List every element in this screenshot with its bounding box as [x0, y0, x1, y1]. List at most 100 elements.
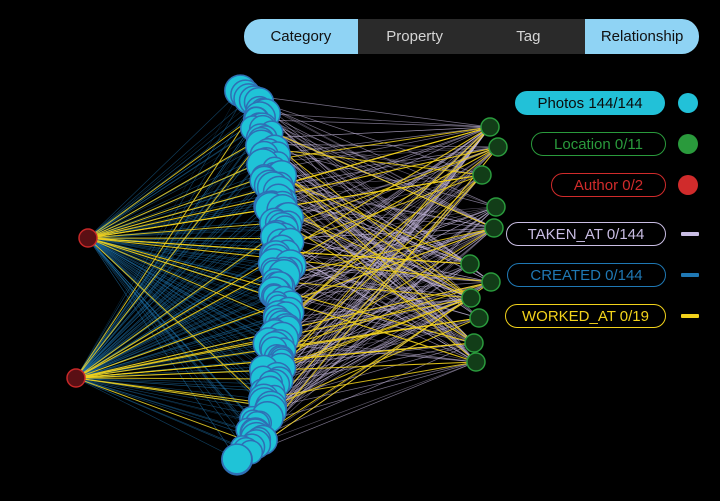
- taken-at-edge: [276, 126, 491, 286]
- created-edge: [87, 237, 263, 392]
- worked-at-edge: [281, 227, 495, 361]
- taken-at-edge: [274, 206, 497, 282]
- location-legend-dot[interactable]: [678, 134, 698, 154]
- worked-at-edge: [282, 209, 472, 299]
- photo-nodes: [221, 74, 307, 476]
- created-edge: [87, 237, 284, 351]
- created-edge: [87, 224, 288, 239]
- taken-at-edge: [260, 126, 491, 139]
- created-edge: [87, 237, 283, 339]
- created-filter-pill[interactable]: CREATED 0/144: [507, 263, 666, 287]
- taken-at-edge: [256, 118, 471, 265]
- created-edge: [75, 174, 275, 379]
- created-edge: [87, 237, 275, 294]
- taken-at-edge: [290, 174, 483, 303]
- worked-at-edge: [266, 126, 491, 162]
- tab-category[interactable]: Category: [244, 19, 358, 54]
- location-node[interactable]: [481, 272, 501, 292]
- location-node[interactable]: [466, 352, 486, 372]
- taken-at-edge: [273, 146, 499, 188]
- location-nodes: [460, 117, 508, 372]
- created-edge: [75, 377, 275, 385]
- taken-at-edge: [283, 126, 491, 276]
- created-edge: [87, 176, 281, 239]
- author-legend-dot[interactable]: [678, 175, 698, 195]
- created-edge: [87, 237, 282, 369]
- created-edge: [75, 377, 270, 392]
- created-edge: [87, 237, 282, 244]
- photo-node[interactable]: [221, 443, 253, 475]
- worked-at-legend-line[interactable]: [681, 314, 699, 318]
- created-edge: [87, 237, 238, 460]
- taken-at-edge: [276, 318, 477, 363]
- taken-at-edge: [266, 126, 491, 410]
- location-node[interactable]: [488, 137, 508, 157]
- created-edge: [75, 117, 260, 379]
- author-node[interactable]: [66, 368, 86, 388]
- tab-relationship[interactable]: Relationship: [585, 19, 699, 54]
- created-edge: [75, 377, 264, 400]
- taken-at-edge: [255, 227, 495, 434]
- taken-at-edge: [262, 161, 480, 319]
- created-edge: [87, 237, 280, 381]
- taken-at-edge: [279, 191, 471, 265]
- taken-at-edge: [263, 174, 483, 400]
- legend-row-location: Location 0/11: [0, 131, 720, 157]
- location-filter-pill[interactable]: Location 0/11: [531, 132, 666, 156]
- taken-at-edge: [278, 191, 471, 265]
- created-edge: [87, 237, 238, 460]
- taken-at-edge: [274, 227, 495, 348]
- created-edge: [87, 237, 278, 332]
- location-node[interactable]: [484, 218, 504, 238]
- created-edge: [87, 237, 291, 243]
- worked-at-edge: [280, 176, 471, 265]
- created-edge: [75, 377, 271, 412]
- author-node[interactable]: [78, 228, 98, 248]
- created-edge: [75, 280, 275, 379]
- taken-at-edge: [280, 242, 475, 344]
- created-edge: [87, 237, 259, 440]
- created-edge: [87, 237, 287, 317]
- created-edge: [87, 237, 279, 317]
- location-node[interactable]: [480, 117, 500, 137]
- photos-filter-pill[interactable]: Photos 144/144: [515, 91, 665, 115]
- taken-at-edge: [276, 297, 472, 319]
- worked-at-filter-pill[interactable]: WORKED_AT 0/19: [505, 304, 666, 328]
- created-edge: [75, 185, 271, 379]
- location-node[interactable]: [486, 197, 506, 217]
- taken-at-filter-pill[interactable]: TAKEN_AT 0/144: [506, 222, 666, 246]
- created-edge: [75, 285, 277, 379]
- location-node[interactable]: [464, 333, 484, 353]
- author-filter-pill[interactable]: Author 0/2: [551, 173, 666, 197]
- tab-property[interactable]: Property: [357, 19, 472, 54]
- created-edge: [87, 237, 280, 345]
- taken-at-edge: [258, 101, 495, 229]
- taken-at-edge: [288, 217, 471, 265]
- location-node[interactable]: [460, 254, 480, 274]
- location-node[interactable]: [472, 165, 492, 185]
- created-edge: [87, 237, 292, 269]
- taken-at-edge: [278, 281, 492, 382]
- created-edge: [87, 237, 278, 303]
- photos-legend-dot[interactable]: [678, 93, 698, 113]
- worked-at-edge: [273, 317, 480, 351]
- taken-at-legend-line[interactable]: [681, 232, 699, 236]
- created-edge: [87, 237, 275, 282]
- taken-at-edge: [260, 126, 491, 139]
- tab-tag[interactable]: Tag: [471, 19, 586, 54]
- location-node[interactable]: [461, 288, 481, 308]
- created-edge: [87, 237, 275, 398]
- created-edge: [75, 217, 289, 379]
- created-legend-line[interactable]: [681, 273, 699, 277]
- created-edge: [87, 100, 255, 239]
- created-edge: [87, 228, 285, 239]
- worked-at-edge: [278, 191, 477, 363]
- taken-at-edge: [262, 128, 477, 363]
- taken-at-edge: [277, 206, 497, 223]
- created-edge: [75, 377, 263, 441]
- taken-at-edge: [278, 227, 495, 317]
- created-edge: [87, 237, 273, 270]
- taken-at-edge: [265, 113, 491, 128]
- location-node[interactable]: [469, 308, 489, 328]
